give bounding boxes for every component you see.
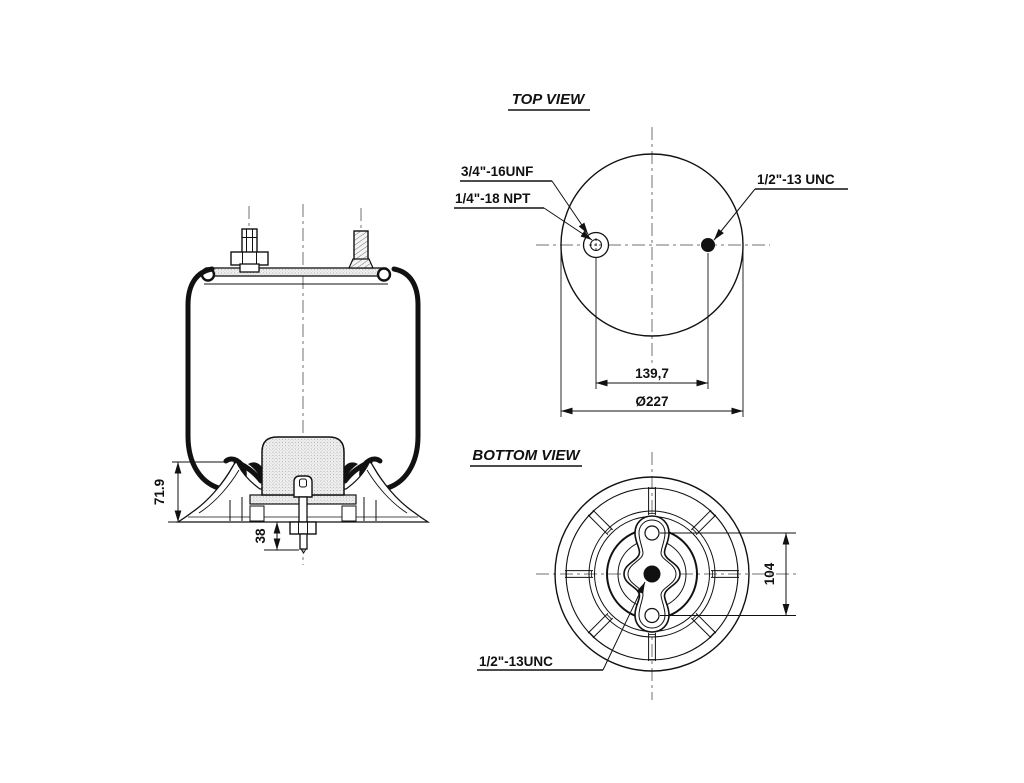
side-view-drawing: 71.9 38 (152, 204, 431, 565)
air-fitting-side (230, 228, 269, 273)
dim-height: 71.9 (152, 461, 224, 523)
dim-outer-diameter: Ø227 (560, 247, 744, 417)
piston-dome (261, 436, 345, 496)
leader-unc-top: 1/2"-13 UNC (713, 172, 848, 241)
outer-diameter-dim-text: Ø227 (635, 394, 668, 409)
top-stud-label: 1/2"-13 UNC (757, 172, 835, 187)
stud-spacing-dim-text: 139,7 (635, 366, 669, 381)
side-height-dim-text: 71.9 (152, 479, 167, 505)
air-fitting-label: 3/4"-16UNF (461, 164, 533, 179)
dim-stud-length: 38 (253, 521, 299, 551)
bottom-view-title: BOTTOM VIEW (472, 447, 581, 464)
top-stud-dot (701, 238, 715, 252)
top-outer-circle (560, 153, 744, 337)
top-plate (200, 267, 392, 285)
leader-unf: 3/4"-16UNF (460, 164, 589, 235)
side-stud-dim-text: 38 (253, 528, 268, 544)
bottom-hole-top (644, 525, 660, 541)
leader-unc-bottom: 1/2"-13UNC (477, 581, 646, 671)
top-view-drawing: TOP VIEW 3/4"-16UNF 1/4"-18 NPT 1/2"-13 … (454, 91, 848, 417)
bottom-stud (289, 475, 317, 554)
bottom-center-boss (623, 515, 681, 633)
bottom-view-drawing: BOTTOM VIEW (470, 447, 798, 700)
top-view-title: TOP VIEW (512, 91, 586, 108)
bottom-stud-dot (643, 565, 661, 583)
top-mounting-stud (348, 230, 374, 269)
leader-npt: 1/4"-18 NPT (454, 191, 593, 241)
bottom-stud-label: 1/2"-13UNC (479, 654, 553, 669)
bottom-hole-bottom (644, 607, 660, 624)
dim-stud-spacing: 139,7 (595, 253, 709, 389)
hole-spacing-dim-text: 104 (762, 562, 777, 585)
dim-hole-spacing: 104 (660, 532, 796, 616)
air-port-label: 1/4"-18 NPT (455, 191, 531, 206)
